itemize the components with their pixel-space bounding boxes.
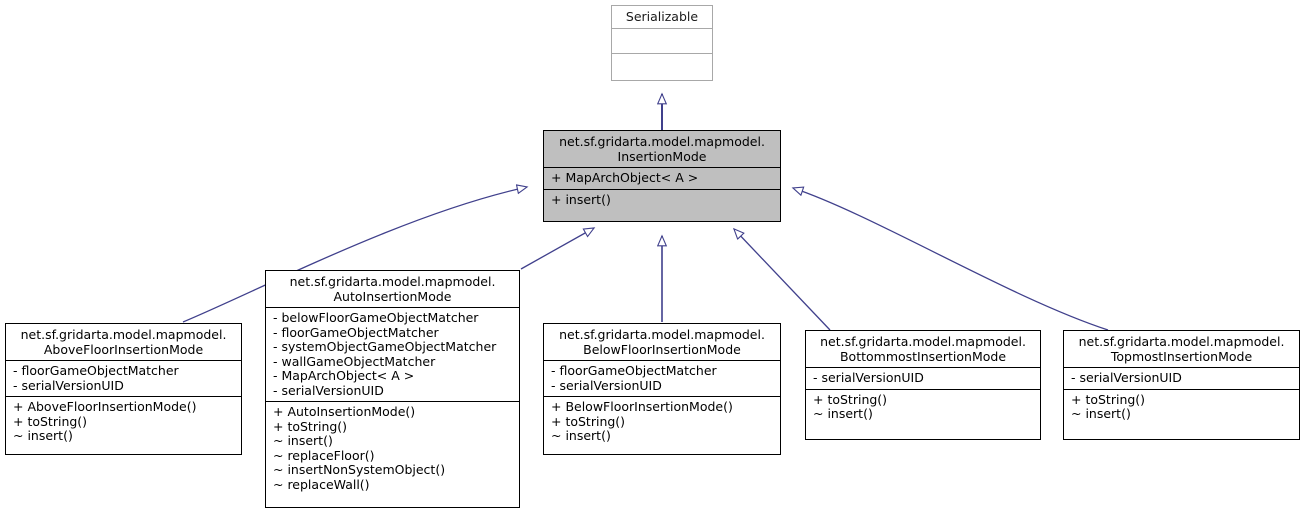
- class-member-row: - serialVersionUID: [273, 382, 384, 398]
- class-member-row: ~ insert(): [813, 406, 873, 421]
- class-separator: [544, 188, 780, 190]
- class-member-row: + insert(): [551, 191, 611, 207]
- class-member-row: ~ insert(): [13, 428, 73, 443]
- class-operations-below-floor-insertion-mode: + BelowFloorInsertionMode()+ toString()~…: [544, 397, 780, 447]
- class-member-row: - MapArchObject< A >: [273, 368, 415, 383]
- class-member-row: - floorGameObjectMatcher: [273, 324, 439, 340]
- class-attributes-serializable: [612, 29, 712, 53]
- class-box-bottommost-insertion-mode[interactable]: net.sf.gridarta.model.mapmodel. Bottommo…: [805, 330, 1041, 440]
- class-member-row: - floorGameObjectMatcher: [13, 363, 179, 378]
- class-member-row: - serialVersionUID: [13, 377, 124, 393]
- class-attributes-insertion-mode: + MapArchObject< A >: [544, 168, 780, 189]
- class-operations-insertion-mode: + insert(): [544, 190, 780, 211]
- class-operations-topmost-insertion-mode: + toString()~ insert(): [1064, 390, 1299, 425]
- class-separator: [544, 167, 780, 168]
- class-member-row: - floorGameObjectMatcher: [551, 363, 717, 378]
- class-attributes-topmost-insertion-mode: - serialVersionUID: [1064, 368, 1299, 389]
- class-member-row: + toString(): [273, 418, 348, 434]
- class-name-bottommost-insertion-mode: net.sf.gridarta.model.mapmodel. Bottommo…: [820, 334, 1026, 364]
- class-member-row: ~ replaceWall(): [273, 476, 370, 492]
- class-member-row: ~ insert(): [551, 428, 611, 443]
- class-member-row: ~ replaceFloor(): [273, 447, 375, 463]
- class-member-row: + BelowFloorInsertionMode(): [551, 399, 733, 414]
- class-separator: [806, 367, 1040, 368]
- class-member-row: + AutoInsertionMode(): [273, 404, 416, 419]
- class-operations-auto-insertion-mode: + AutoInsertionMode()+ toString()~ inser…: [266, 402, 519, 495]
- class-operations-above-floor-insertion-mode: + AboveFloorInsertionMode()+ toString()~…: [6, 397, 241, 447]
- class-member-row: - wallGameObjectMatcher: [273, 353, 436, 369]
- class-member-row: - serialVersionUID: [1071, 370, 1182, 385]
- class-separator: [544, 360, 780, 361]
- class-member-row: + toString(): [13, 413, 88, 429]
- class-attributes-auto-insertion-mode: - belowFloorGameObjectMatcher- floorGame…: [266, 308, 519, 401]
- class-box-auto-insertion-mode[interactable]: net.sf.gridarta.model.mapmodel. AutoInse…: [265, 270, 520, 508]
- class-operations-bottommost-insertion-mode: + toString()~ insert(): [806, 390, 1040, 425]
- class-name-below-floor-insertion-mode: net.sf.gridarta.model.mapmodel. BelowFlo…: [559, 327, 765, 357]
- class-member-row: + MapArchObject< A >: [551, 170, 699, 185]
- class-member-row: ~ insertNonSystemObject(): [273, 462, 446, 477]
- class-box-above-floor-insertion-mode[interactable]: net.sf.gridarta.model.mapmodel. AboveFlo…: [5, 323, 242, 455]
- class-name-auto-insertion-mode: net.sf.gridarta.model.mapmodel. AutoInse…: [289, 274, 496, 304]
- class-separator: [612, 27, 712, 29]
- class-member-row: ~ insert(): [273, 433, 333, 448]
- class-separator: [1064, 367, 1299, 368]
- class-attributes-below-floor-insertion-mode: - floorGameObjectMatcher- serialVersionU…: [544, 361, 780, 396]
- class-member-row: + toString(): [1071, 391, 1146, 407]
- class-member-row: + toString(): [551, 413, 626, 429]
- class-box-topmost-insertion-mode[interactable]: net.sf.gridarta.model.mapmodel. TopmostI…: [1063, 330, 1300, 440]
- class-box-serializable[interactable]: Serializable: [611, 5, 713, 81]
- class-member-row: - serialVersionUID: [551, 377, 662, 393]
- class-name-serializable: Serializable: [625, 9, 699, 24]
- class-separator: [6, 360, 241, 361]
- class-separator: [266, 307, 519, 308]
- class-separator: [6, 396, 241, 397]
- class-attributes-bottommost-insertion-mode: - serialVersionUID: [806, 368, 1040, 389]
- class-member-row: + toString(): [813, 391, 888, 407]
- class-member-row: - belowFloorGameObjectMatcher: [273, 310, 479, 325]
- class-member-row: - serialVersionUID: [813, 370, 924, 385]
- class-separator: [266, 401, 519, 402]
- class-separator: [612, 52, 712, 54]
- class-separator: [544, 396, 780, 397]
- class-operations-serializable: [612, 54, 712, 78]
- class-separator: [1064, 388, 1299, 390]
- edge-topmost-insertionmode: [793, 188, 1109, 331]
- class-name-above-floor-insertion-mode: net.sf.gridarta.model.mapmodel. AboveFlo…: [20, 327, 227, 357]
- class-name-topmost-insertion-mode: net.sf.gridarta.model.mapmodel. TopmostI…: [1078, 334, 1285, 364]
- class-box-below-floor-insertion-mode[interactable]: net.sf.gridarta.model.mapmodel. BelowFlo…: [543, 323, 781, 455]
- class-attributes-above-floor-insertion-mode: - floorGameObjectMatcher- serialVersionU…: [6, 361, 241, 396]
- class-member-row: ~ insert(): [1071, 406, 1131, 421]
- class-name-insertion-mode: net.sf.gridarta.model.mapmodel. Insertio…: [559, 134, 765, 164]
- class-member-row: + AboveFloorInsertionMode(): [13, 399, 197, 414]
- class-member-row: - systemObjectGameObjectMatcher: [273, 339, 497, 354]
- class-box-insertion-mode[interactable]: net.sf.gridarta.model.mapmodel. Insertio…: [543, 130, 781, 222]
- edge-bottommost-insertionmode: [734, 229, 831, 331]
- edge-auto-insertionmode: [520, 228, 594, 270]
- class-separator: [806, 388, 1040, 390]
